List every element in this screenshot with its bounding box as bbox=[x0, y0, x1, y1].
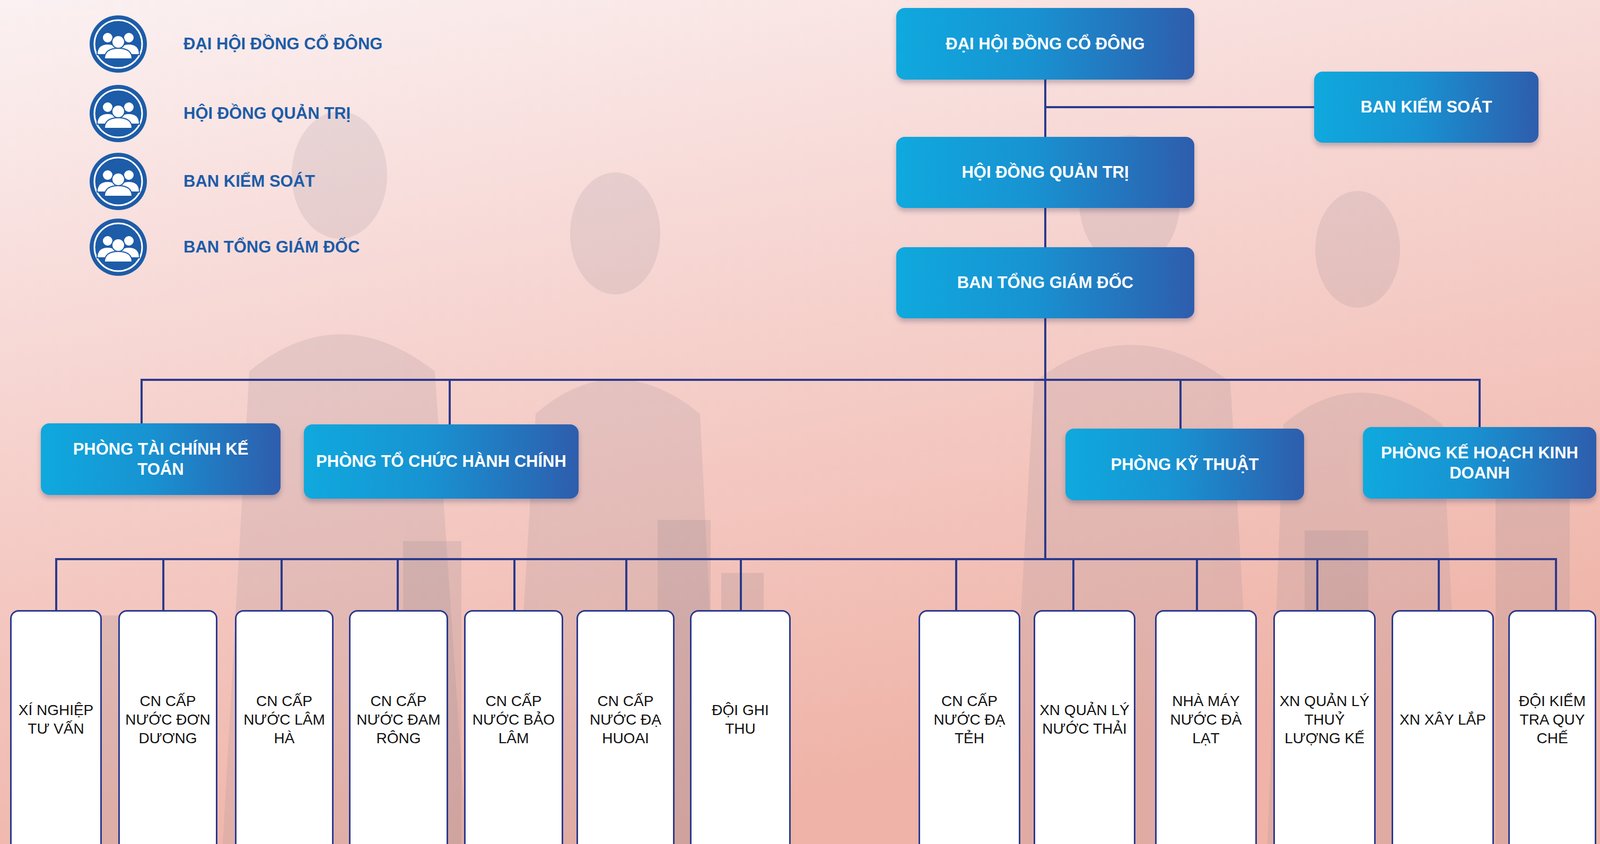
branch-box: CN CẤP NƯỚC ĐẠ HUOAI bbox=[576, 609, 675, 844]
org-connector bbox=[1045, 318, 1480, 427]
node-text: HỘI ĐỒNG QUẢN TRỊ bbox=[903, 162, 1187, 182]
org-connector bbox=[281, 318, 1046, 610]
branch-box: CN CẤP NƯỚC ĐẠ TẺH bbox=[918, 609, 1021, 844]
node-text: XN QUẢN LÝ THUỶ LƯỢNG KẾ bbox=[1278, 691, 1371, 748]
branch-box: XN XÂY LẮP bbox=[1391, 609, 1494, 844]
unit-box: BAN KIỂM SOÁT bbox=[1314, 71, 1539, 143]
group-icon bbox=[89, 152, 147, 211]
unit-box: BAN TỔNG GIÁM ĐỐC bbox=[896, 247, 1195, 319]
branch-box: CN CẤP NƯỚC ĐAM RÔNG bbox=[348, 609, 449, 844]
node-text: ĐỘI GHI THU bbox=[694, 700, 786, 738]
group-icon bbox=[89, 15, 147, 73]
legend-label: BAN TỔNG GIÁM ĐỐC bbox=[183, 237, 360, 257]
unit-box: PHÒNG KẾ HOẠCH KINH DOANH bbox=[1362, 426, 1597, 499]
branch-box: NHÀ MÁY NƯỚC ĐÀ LẠT bbox=[1155, 609, 1257, 844]
org-connector bbox=[141, 318, 1046, 424]
unit-box: PHÒNG TÀI CHÍNH KẾ TOÁN bbox=[40, 423, 281, 495]
branch-box: XN QUẢN LÝ NƯỚC THẢI bbox=[1033, 609, 1136, 844]
legend-label: ĐẠI HỘI ĐỒNG CỔ ĐÔNG bbox=[183, 34, 383, 54]
org-connector bbox=[1045, 79, 1315, 108]
org-connector bbox=[514, 318, 1046, 610]
org-connector bbox=[1045, 318, 1318, 610]
group-icon bbox=[89, 218, 147, 276]
node-text: XÍ NGHIỆP TƯ VẤN bbox=[14, 700, 98, 738]
branch-box: XÍ NGHIỆP TƯ VẤN bbox=[10, 609, 102, 844]
node-text: XN QUẢN LÝ NƯỚC THẢI bbox=[1038, 700, 1131, 738]
org-connector bbox=[449, 318, 1046, 425]
org-connector bbox=[1044, 207, 1047, 248]
branch-box: ĐỘI GHI THU bbox=[689, 609, 791, 844]
unit-box: PHÒNG TỔ CHỨC HÀNH CHÍNH bbox=[303, 424, 579, 499]
node-text: CN CẤP NƯỚC BẢO LÂM bbox=[468, 691, 559, 748]
unit-box: ĐẠI HỘI ĐỒNG CỔ ĐÔNG bbox=[896, 7, 1195, 80]
node-text: CN CẤP NƯỚC ĐƠN DƯƠNG bbox=[123, 691, 213, 748]
branch-box: XN QUẢN LÝ THUỶ LƯỢNG KẾ bbox=[1273, 609, 1376, 844]
branch-box: CN CẤP NƯỚC ĐƠN DƯƠNG bbox=[118, 609, 218, 844]
org-connector bbox=[626, 318, 1046, 610]
node-text: PHÒNG KẾ HOẠCH KINH DOANH bbox=[1370, 442, 1589, 483]
node-text: ĐẠI HỘI ĐỒNG CỔ ĐÔNG bbox=[903, 33, 1187, 54]
node-text: ĐỘI KIỂM TRA QUY CHẾ bbox=[1513, 691, 1592, 748]
node-text: BAN KIỂM SOÁT bbox=[1321, 97, 1532, 117]
node-text: PHÒNG TÀI CHÍNH KẾ TOÁN bbox=[48, 439, 274, 479]
unit-box: PHÒNG KỸ THUẬT bbox=[1065, 428, 1305, 501]
unit-box: HỘI ĐỒNG QUẢN TRỊ bbox=[896, 136, 1195, 208]
legend-label: HỘI ĐỒNG QUẢN TRỊ bbox=[183, 103, 351, 124]
branch-box: CN CẤP NƯỚC LÂM HÀ bbox=[234, 609, 334, 844]
node-text: CN CẤP NƯỚC LÂM HÀ bbox=[239, 691, 329, 748]
node-text: PHÒNG KỸ THUẬT bbox=[1072, 454, 1297, 475]
org-connector bbox=[956, 318, 1046, 610]
node-text: CN CẤP NƯỚC ĐẠ HUOAI bbox=[581, 691, 670, 748]
org-connector bbox=[1045, 318, 1181, 429]
org-connector bbox=[740, 318, 1046, 610]
node-text: BAN TỔNG GIÁM ĐỐC bbox=[903, 272, 1187, 293]
node-text: NHÀ MÁY NƯỚC ĐÀ LẠT bbox=[1159, 691, 1253, 748]
group-icon bbox=[89, 84, 147, 143]
node-text: PHÒNG TỔ CHỨC HÀNH CHÍNH bbox=[311, 451, 572, 471]
node-text: XN XÂY LẮP bbox=[1396, 710, 1490, 729]
branch-box: CN CẤP NƯỚC BẢO LÂM bbox=[464, 609, 564, 844]
node-text: CN CẤP NƯỚC ĐẠ TẺH bbox=[923, 691, 1016, 748]
branch-box: ĐỘI KIỂM TRA QUY CHẾ bbox=[1508, 609, 1597, 844]
node-text: CN CẤP NƯỚC ĐAM RÔNG bbox=[353, 691, 444, 748]
org-connector bbox=[163, 318, 1046, 610]
org-connector bbox=[1044, 79, 1047, 137]
legend-label: BAN KIỂM SOÁT bbox=[183, 171, 316, 191]
